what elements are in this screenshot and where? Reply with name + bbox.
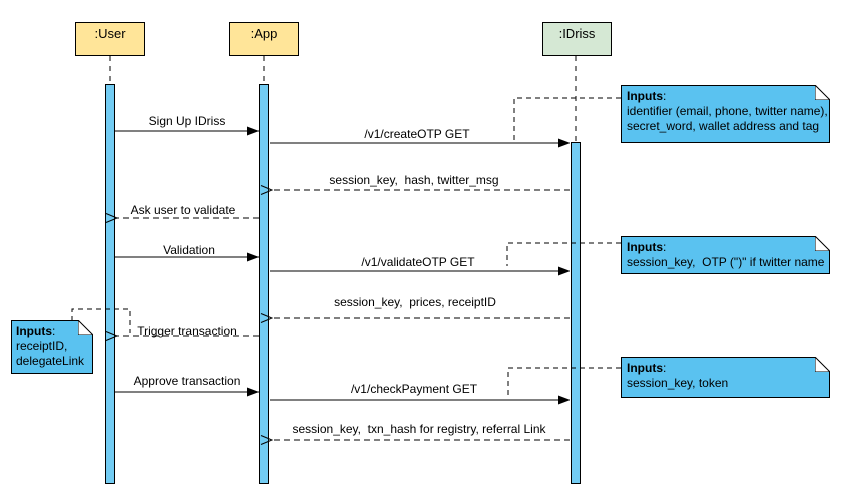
note-checkpayment-inputs: Inputs: session_key, token xyxy=(621,357,830,398)
note-createotp-inputs: Inputs: identifier (email, phone, twitte… xyxy=(621,85,830,143)
note-fold-icon xyxy=(815,236,830,251)
note-fold-icon xyxy=(815,85,830,100)
note-connector-checkpayment xyxy=(507,367,621,396)
note-line: receiptID, xyxy=(16,339,68,353)
message-label-validation: Validation xyxy=(163,243,215,257)
actor-box-app: :App xyxy=(229,22,299,56)
activation-bar-idriss xyxy=(571,142,581,484)
note-title: Inputs xyxy=(627,89,663,103)
note-title: Inputs xyxy=(16,324,52,338)
note-title: Inputs xyxy=(627,240,663,254)
message-label-validateotp: /v1/validateOTP GET xyxy=(361,255,475,269)
message-label-checkpayment: /v1/checkPayment GET xyxy=(350,382,478,396)
actor-box-idriss: :IDriss xyxy=(542,22,612,56)
note-connector-createotp xyxy=(513,97,621,140)
message-label-trigger: Trigger transaction xyxy=(137,324,237,338)
note-connector-validateotp xyxy=(506,242,621,266)
note-fold-icon xyxy=(815,357,830,372)
note-line: session_key, token xyxy=(627,376,729,390)
note-trigger-inputs: Inputs: receiptID, delegateLink xyxy=(11,320,93,374)
note-title-colon: : xyxy=(663,89,667,103)
activation-bar-user xyxy=(105,84,115,484)
note-line: session_key, OTP (")" if twitter name xyxy=(627,255,825,269)
message-label-approve: Approve transaction xyxy=(133,374,241,388)
note-title-colon: : xyxy=(52,324,56,338)
note-title-colon: : xyxy=(663,361,667,375)
message-label-ask-validate: Ask user to validate xyxy=(130,203,236,217)
note-title: Inputs xyxy=(627,361,663,375)
actor-box-user: :User xyxy=(75,22,145,56)
message-label-signup: Sign Up IDriss xyxy=(148,114,226,128)
note-line: secret_word, wallet address and tag xyxy=(627,119,820,133)
note-line: delegateLink xyxy=(16,354,85,368)
note-validateotp-inputs: Inputs: session_key, OTP (")" if twitter… xyxy=(621,236,830,274)
message-label-createotp: /v1/createOTP GET xyxy=(364,127,470,141)
message-label-checkpayment-return: session_key, txn_hash for registry, refe… xyxy=(292,422,546,436)
note-line: identifier (email, phone, twitter name), xyxy=(627,104,828,118)
note-fold-icon xyxy=(78,320,93,335)
note-title-colon: : xyxy=(663,240,667,254)
activation-bar-app xyxy=(259,84,269,484)
message-label-createotp-return: session_key, hash, twitter_msg xyxy=(329,173,499,187)
message-label-validateotp-return: session_key, prices, receiptID xyxy=(334,295,496,309)
